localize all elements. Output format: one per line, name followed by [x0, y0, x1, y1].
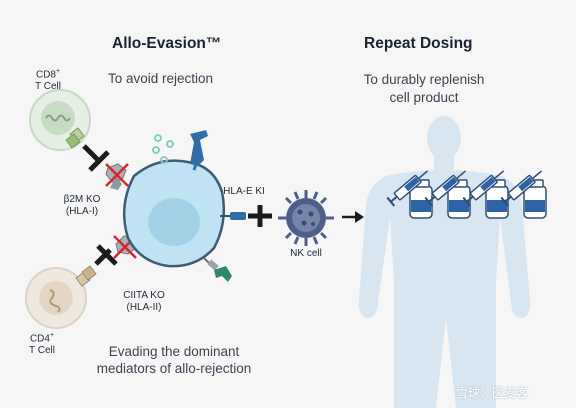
syringe-vial-icon-2: [424, 170, 471, 219]
b2m-ko-label: β2M KO (HLA-I): [63, 194, 101, 217]
repeat-dosing-subtitle: To durably replenish cell product: [346, 71, 502, 107]
human-silhouette-icon: [358, 116, 531, 408]
allo-rejection-caption: Evading the dominant mediators of allo-r…: [74, 343, 274, 377]
secreted-molecules-icon: [152, 134, 174, 164]
syringe-vial-icon-4: [500, 170, 547, 219]
repeat-dosing-subtitle-line1: To durably replenish: [363, 72, 485, 87]
cd8-t-cell-icon: [29, 89, 91, 151]
caption-line1: Evading the dominant: [108, 344, 240, 359]
engineered-cell-icon: [122, 159, 225, 268]
hla-i-ko-icon: [105, 163, 129, 190]
surface-receptor-icon: [190, 130, 208, 171]
hla-e-ki-label: HLA-E KI: [223, 186, 265, 197]
watermark: 雪球：医麦客: [456, 386, 529, 400]
repeat-dosing-subtitle-line2: cell product: [389, 90, 459, 105]
tcr-receptor-icon-cd4: [75, 265, 97, 287]
nk-cell-label: NK cell: [290, 248, 322, 259]
green-receptor-icon: [203, 257, 232, 282]
syringe-vial-icon-1: [386, 170, 433, 219]
cd4-t-cell-label: CD4+ T Cell: [29, 332, 55, 357]
syringe-vial-icon-3: [462, 170, 509, 219]
inhibition-bar-icon-hla-e: [248, 205, 272, 227]
nk-cell-icon: [278, 190, 334, 246]
repeat-dosing-title: Repeat Dosing: [364, 35, 473, 52]
hla-e-molecule-icon: [220, 212, 246, 220]
tcr-receptor-icon: [65, 127, 85, 149]
cd8-t-cell-label: CD8+ T Cell: [35, 68, 61, 93]
caption-line2: mediators of allo-rejection: [96, 361, 252, 376]
cd4-t-cell-icon: [25, 267, 87, 329]
allo-evasion-subtitle: To avoid rejection: [108, 71, 214, 86]
allo-evasion-title: Allo-Evasion™: [112, 35, 222, 52]
inhibition-bar-icon-cd4: [94, 244, 118, 266]
inhibition-bar-icon-cd8: [82, 144, 110, 172]
arrow-right-icon: [342, 211, 364, 223]
ciita-ko-label: CIITA KO (HLA-II): [123, 290, 165, 313]
